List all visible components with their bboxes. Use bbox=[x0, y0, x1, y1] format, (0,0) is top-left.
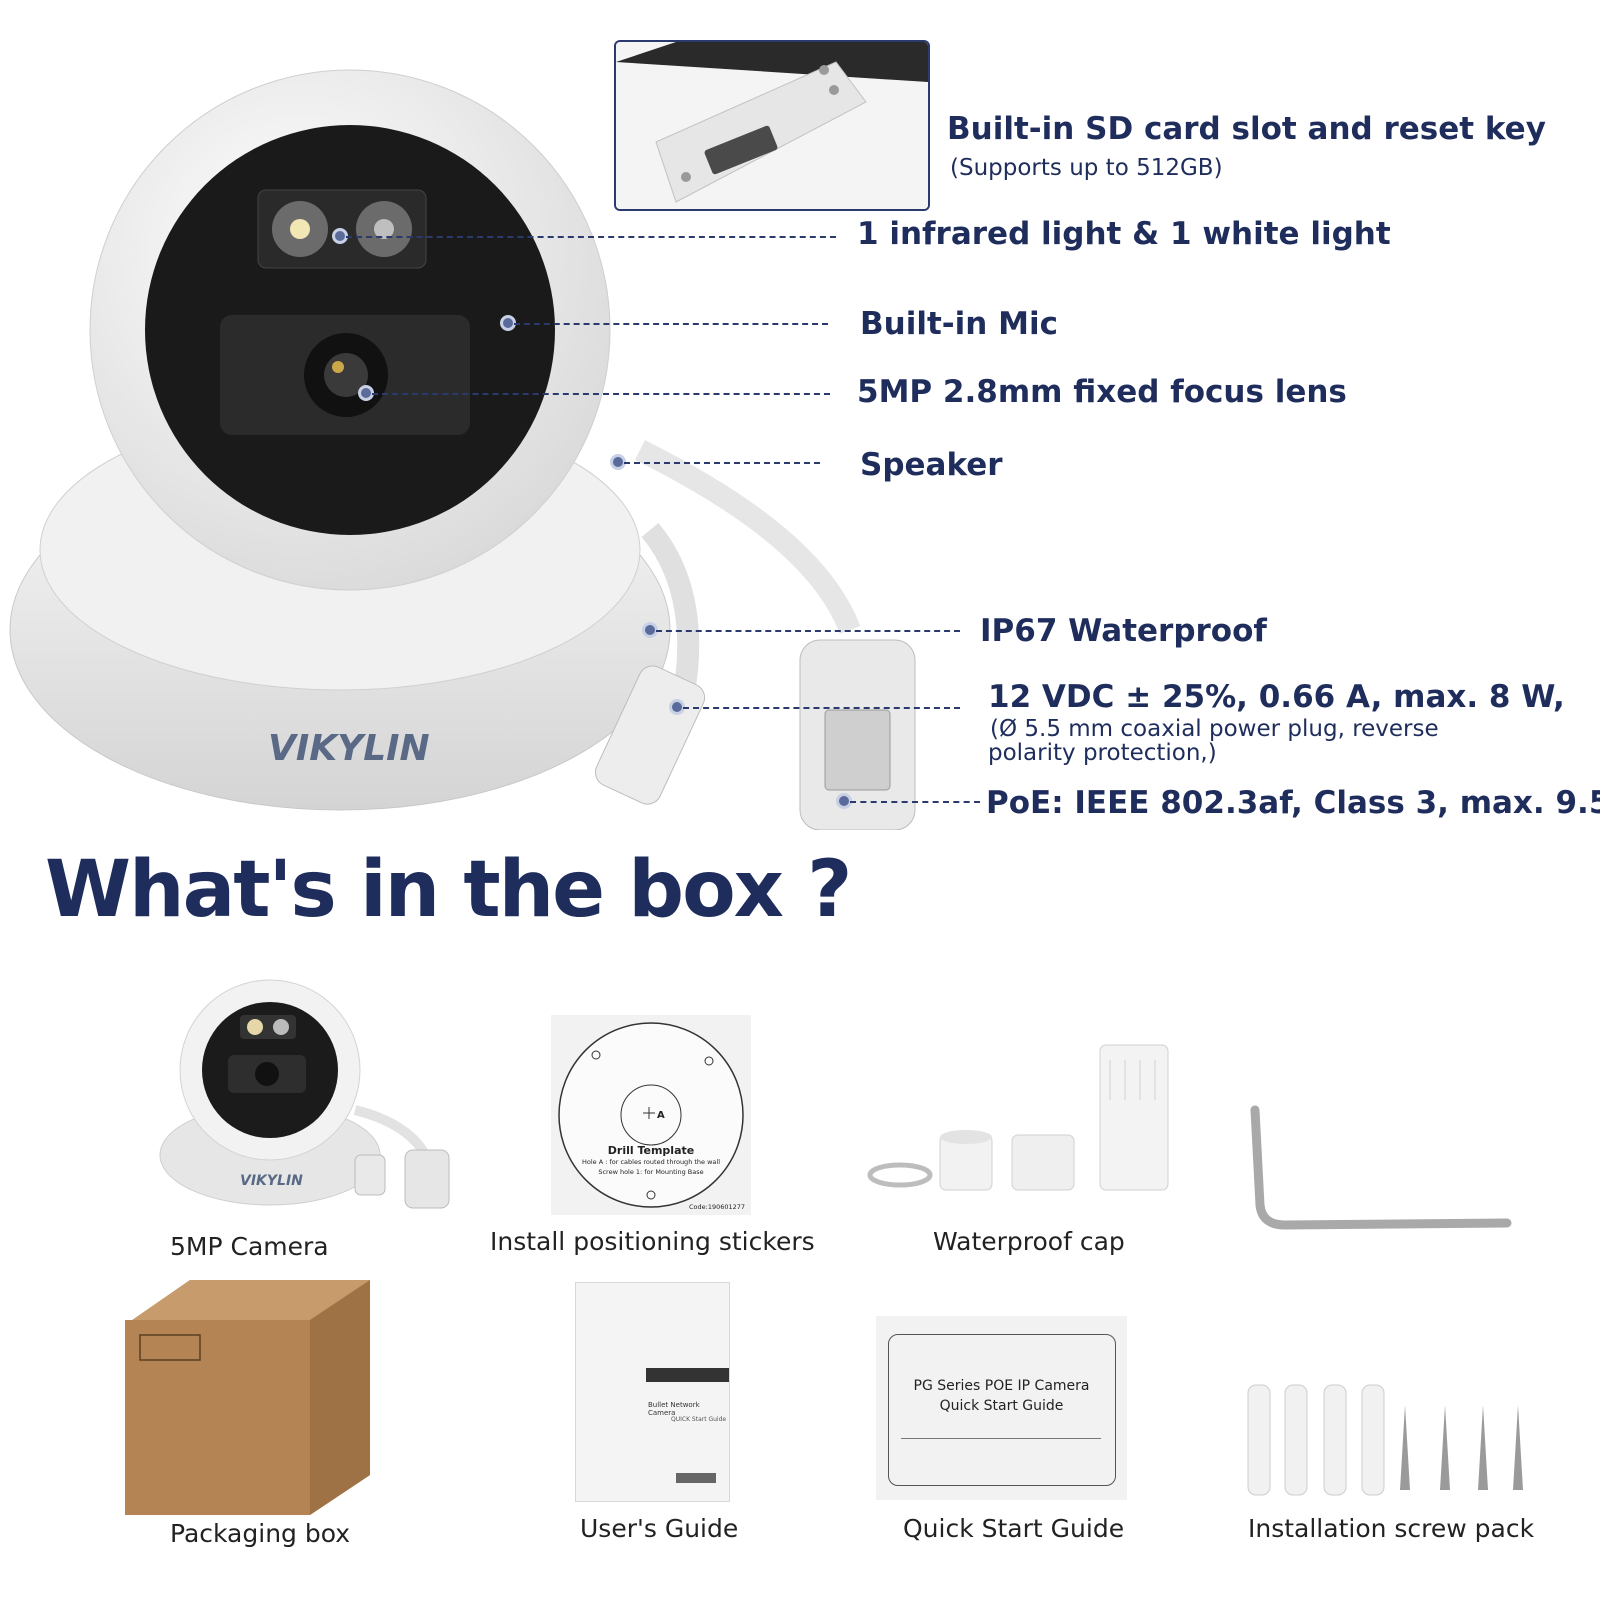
drill-hole-a-label: A bbox=[657, 1110, 665, 1121]
callout-lights: 1 infrared light & 1 white light bbox=[857, 216, 1391, 252]
allen-key-image bbox=[1250, 1105, 1512, 1230]
quick-guide-rule bbox=[901, 1438, 1101, 1439]
brand-logo: VIKYLIN bbox=[268, 728, 430, 769]
power-leader bbox=[683, 707, 960, 709]
camera-hero-image: VIKYLIN bbox=[9, 69, 916, 830]
users-guide-stripe bbox=[646, 1368, 729, 1382]
caption-quick-guide: Quick Start Guide bbox=[903, 1514, 1125, 1543]
drill-template-line1: Hole A : for cables routed through the w… bbox=[581, 1158, 721, 1166]
callout-waterproof: IP67 Waterproof bbox=[980, 613, 1267, 649]
svg-text:VIKYLIN: VIKYLIN bbox=[240, 1173, 303, 1189]
caption-cap: Waterproof cap bbox=[933, 1227, 1125, 1256]
poe-leader bbox=[850, 801, 980, 803]
drill-template-code: Code:190601277 bbox=[689, 1203, 746, 1211]
callout-speaker: Speaker bbox=[860, 447, 1003, 483]
caption-stickers: Install positioning stickers bbox=[490, 1227, 815, 1256]
users-guide-barcode bbox=[676, 1473, 716, 1483]
screw-pack-image bbox=[1247, 1384, 1523, 1496]
callout-power: 12 VDC ± 25%, 0.66 A, max. 8 W, bbox=[988, 679, 1565, 715]
sd-slot-inset bbox=[614, 40, 930, 211]
callout-lens: 5MP 2.8mm fixed focus lens bbox=[857, 374, 1347, 410]
caption-users-guide: User's Guide bbox=[580, 1514, 739, 1543]
caption-camera: 5MP Camera bbox=[170, 1232, 329, 1261]
lights-leader bbox=[346, 236, 836, 238]
box-heading: What's in the box ? bbox=[45, 845, 852, 935]
quick-guide-image: PG Series POE IP Camera Quick Start Guid… bbox=[876, 1316, 1127, 1500]
callout-sd-slot-note: (Supports up to 512GB) bbox=[950, 155, 1223, 181]
packaging-box-image bbox=[125, 1280, 370, 1515]
caption-packaging: Packaging box bbox=[170, 1519, 351, 1548]
users-guide-title: Bullet Network Camera bbox=[648, 1401, 700, 1417]
callout-poe: PoE: IEEE 802.3af, Class 3, max. 9.5 W bbox=[986, 785, 1600, 821]
callout-sd-slot: Built-in SD card slot and reset key bbox=[947, 111, 1546, 147]
camera-thumbnail: VIKYLIN bbox=[159, 979, 450, 1209]
users-guide-subtitle: QUICK Start Guide bbox=[671, 1416, 727, 1423]
quick-guide-line2: Quick Start Guide bbox=[939, 1398, 1064, 1414]
waterproof-cap-image bbox=[867, 1044, 1169, 1191]
drill-template-title: Drill Template bbox=[607, 1144, 695, 1157]
users-guide-image: Bullet Network Camera QUICK Start Guide bbox=[575, 1282, 730, 1502]
drill-template-line2: Screw hole 1: for Mounting Base bbox=[598, 1168, 704, 1176]
quick-guide-line1: PG Series POE IP Camera bbox=[913, 1378, 1090, 1394]
callout-power-note-1: (Ø 5.5 mm coaxial power plug, reverse bbox=[990, 716, 1439, 742]
drill-template-image: A Drill Template Hole A : for cables rou… bbox=[551, 1015, 751, 1215]
waterproof-leader bbox=[656, 630, 960, 632]
mic-leader bbox=[514, 323, 828, 325]
quick-guide-frame bbox=[888, 1334, 1116, 1486]
callout-power-note-2: polarity protection,) bbox=[988, 740, 1217, 766]
speaker-leader bbox=[624, 462, 820, 464]
callout-mic: Built-in Mic bbox=[860, 306, 1058, 342]
lens-leader bbox=[372, 393, 830, 395]
caption-screws: Installation screw pack bbox=[1248, 1514, 1535, 1543]
